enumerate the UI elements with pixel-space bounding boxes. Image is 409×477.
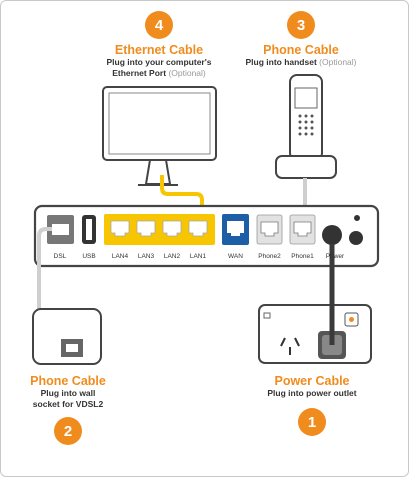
port-label-lan4: LAN4 (111, 253, 129, 260)
port-label-dsl: DSL (53, 253, 67, 260)
power-cable-title: Power Cable (274, 374, 350, 388)
ethernet-cable (160, 175, 204, 234)
handset-desc-line1: Plug into handset (245, 57, 317, 67)
step-2-badge: 2 (54, 417, 82, 445)
ethernet-cable-title: Ethernet Cable (114, 43, 204, 57)
lan4-port (110, 220, 130, 237)
step-4-badge: 4 (145, 11, 173, 39)
step-3-badge: 3 (287, 11, 315, 39)
wall-cable-title: Phone Cable (30, 374, 106, 388)
wall-desc-line2: socket for VDSL2 (32, 399, 104, 409)
computer-monitor (102, 86, 217, 186)
port-label-phone1: Phone1 (291, 253, 314, 260)
wall-desc-line1: Plug into wall (40, 388, 96, 398)
power-socket (322, 225, 342, 245)
power-outlet (258, 304, 372, 364)
port-label-lan3: LAN3 (137, 253, 155, 260)
wall-phone-socket (32, 308, 102, 365)
lan3-port (136, 220, 156, 237)
ethernet-desc-line1: Plug into your computer's (106, 57, 212, 67)
handset-cable-description: Plug into handset (Optional) (236, 57, 366, 68)
port-label-lan1: LAN1 (189, 253, 207, 260)
port-label-usb: USB (82, 253, 96, 260)
indicator-dot (354, 215, 360, 221)
ethernet-desc-port: Ethernet Port (112, 68, 167, 78)
port-label-wan: WAN (228, 253, 243, 260)
port-label-phone2: Phone2 (258, 253, 281, 260)
ethernet-cable-description: Plug into your computer's Ethernet Port … (89, 57, 229, 79)
lan-port-block (104, 214, 215, 245)
wall-cable-description: Plug into wall socket for VDSL2 (18, 388, 118, 410)
lan1-port (188, 220, 208, 237)
lan2-port (162, 220, 182, 237)
power-cable-description: Plug into power outlet (267, 388, 357, 398)
port-label-power: Power (325, 253, 345, 260)
port-label-lan2: LAN2 (163, 253, 181, 260)
reset-button (349, 231, 363, 245)
ethernet-desc-line2: Ethernet Port (Optional) (89, 68, 229, 79)
handset-optional-label: (Optional) (319, 57, 357, 67)
phone-handset (275, 74, 337, 179)
step-1-badge: 1 (298, 408, 326, 436)
handset-cable-title: Phone Cable (263, 43, 339, 57)
ethernet-optional-label: (Optional) (168, 68, 206, 78)
